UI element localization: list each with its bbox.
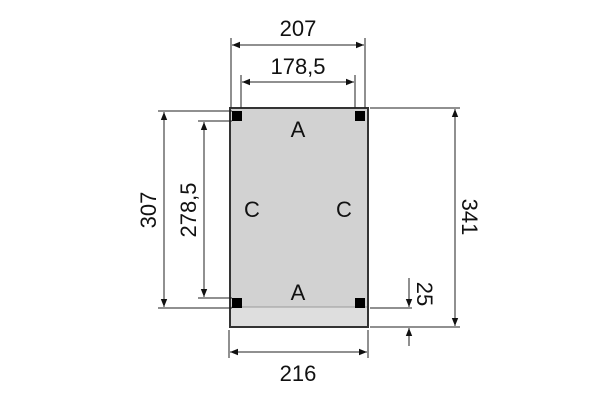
label-right-c: C [336,197,352,222]
dim-left-inner [198,120,232,299]
post-top-right [355,111,365,121]
posts [232,111,365,308]
dim-bottom-value: 216 [280,361,317,386]
dim-left-inner-value: 278,5 [176,182,201,237]
label-left-c: C [244,197,260,222]
outer-frame [229,107,369,328]
post-bottom-left [232,298,242,308]
post-bottom-right [355,298,365,308]
label-bottom-a: A [291,280,306,305]
dim-right-overhang-value: 25 [412,282,437,306]
post-top-left [232,111,242,121]
dim-left-outer [158,110,232,309]
dim-top-inner-value: 178,5 [270,54,325,79]
carport-outline [229,107,369,328]
dim-left-outer-value: 307 [136,192,161,229]
roof-panel [231,109,367,307]
dim-right-overhang [370,278,413,346]
label-top-a: A [291,117,306,142]
dim-top-outer-value: 207 [280,16,317,41]
dim-top-outer [230,38,366,108]
dim-right-total-value: 341 [457,199,482,236]
dim-top-inner [240,75,356,108]
dim-bottom [228,330,369,358]
